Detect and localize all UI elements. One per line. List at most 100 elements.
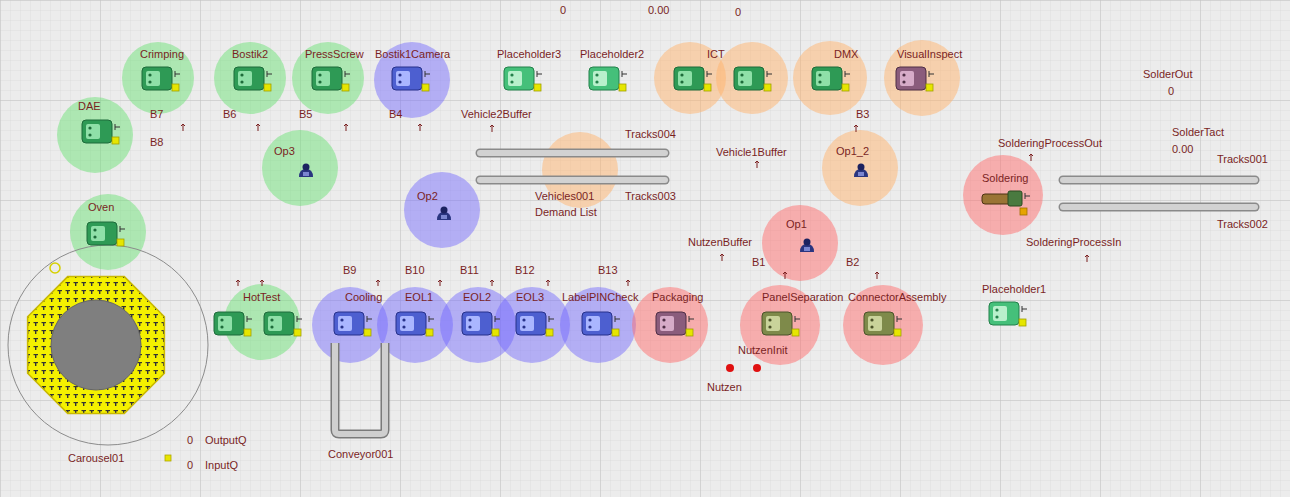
station-label: Op1 [786,218,807,231]
layout-label: 0.00 [1172,143,1193,156]
exit-mark [495,316,500,322]
exit-mark [615,316,620,322]
station-icon [461,310,503,338]
worker-detail [858,172,864,176]
worker-icon [798,237,816,253]
station-icon [733,65,775,93]
layout-label: 0 [187,434,193,447]
layout-label: 0 [735,6,741,19]
station-dot [93,235,96,238]
exit-mark [297,316,302,322]
exit-mark [929,71,934,77]
status-square [492,329,499,336]
worker-node: Op3 [274,145,295,158]
layout-label: Tracks004 [625,128,676,141]
station-dot [588,325,591,328]
station-body [674,67,704,90]
worker-detail [441,215,447,219]
carousel-seats [28,277,165,414]
demand-node: Vehicles001Demand List [535,190,597,219]
layout-label: Tracks003 [625,190,676,203]
station-label: Cooling [345,291,382,304]
station-node: DMX [834,48,858,61]
status-square [264,84,271,91]
station-label: Op1_2 [836,145,869,158]
station-panel [338,316,352,331]
status-square [534,84,541,91]
status-square [926,84,933,91]
station-panel [238,71,252,86]
station-dot [995,308,998,311]
status-square [426,329,433,336]
station-body [589,67,619,90]
station-panel [268,316,282,331]
station-panel [508,71,522,86]
exit-mark [689,316,694,322]
layout-label: Conveyor001 [328,448,393,461]
worker-detail [804,247,810,251]
track [1063,203,1255,212]
station-panel [400,316,414,331]
station-dot [398,80,401,83]
station-body [334,312,364,335]
station-dot [318,80,321,83]
station-icon [395,310,437,338]
station-body [234,67,264,90]
station-body [82,120,112,143]
station-dot [995,315,998,318]
range-circle [494,287,570,363]
station-label: EOL1 [405,291,433,304]
station-dot [270,325,273,328]
station-dot [88,133,91,136]
station-node: Bostik1Camera [375,48,450,61]
part-dot [753,364,761,372]
station-node: PanelSeparation [762,291,843,304]
station-node: LabelPINCheck [562,291,638,304]
station-node: DAE [78,100,101,113]
status-square [244,329,251,336]
station-label: Bostik2 [232,48,268,61]
station-body [516,312,546,335]
station-panel [900,71,914,86]
station-dot [93,228,96,231]
range-circle [822,130,898,206]
station-label: DMX [834,48,858,61]
status-square [792,329,799,336]
status-square [364,329,371,336]
track [480,149,665,158]
exit-mark [845,71,850,77]
station-panel [586,316,600,331]
buffer-marks [181,124,1089,286]
layout-label: B5 [299,108,312,121]
station-dot [148,73,151,76]
layout-label: 0 [187,459,193,472]
worker-head [804,239,811,246]
station-dot [402,318,405,321]
layout-label: B3 [856,108,869,121]
worker-icon [435,205,453,221]
station-dot [768,325,771,328]
exit-mark [897,316,902,322]
layout-label: NutzenBuffer [688,236,752,249]
exit-mark [549,316,554,322]
station-ranges [57,40,1043,365]
station-body [896,67,926,90]
exit-mark [1025,193,1030,199]
layout-label: B10 [405,264,425,277]
range-circle [793,41,867,115]
station-panel [660,316,674,331]
worker-detail [303,172,309,176]
station-icon [515,310,557,338]
layout-label: NutzenInit [738,344,788,357]
status-square [704,84,711,91]
station-icon [86,220,128,248]
range-circle [632,287,708,363]
exit-mark [247,316,252,322]
station-label: Op2 [417,190,438,203]
worker-node: Op2 [417,190,438,203]
part-dot [726,364,734,372]
station-dot [902,80,905,83]
station-dot [740,73,743,76]
station-dot [270,318,273,321]
layout-label: B2 [846,256,859,269]
